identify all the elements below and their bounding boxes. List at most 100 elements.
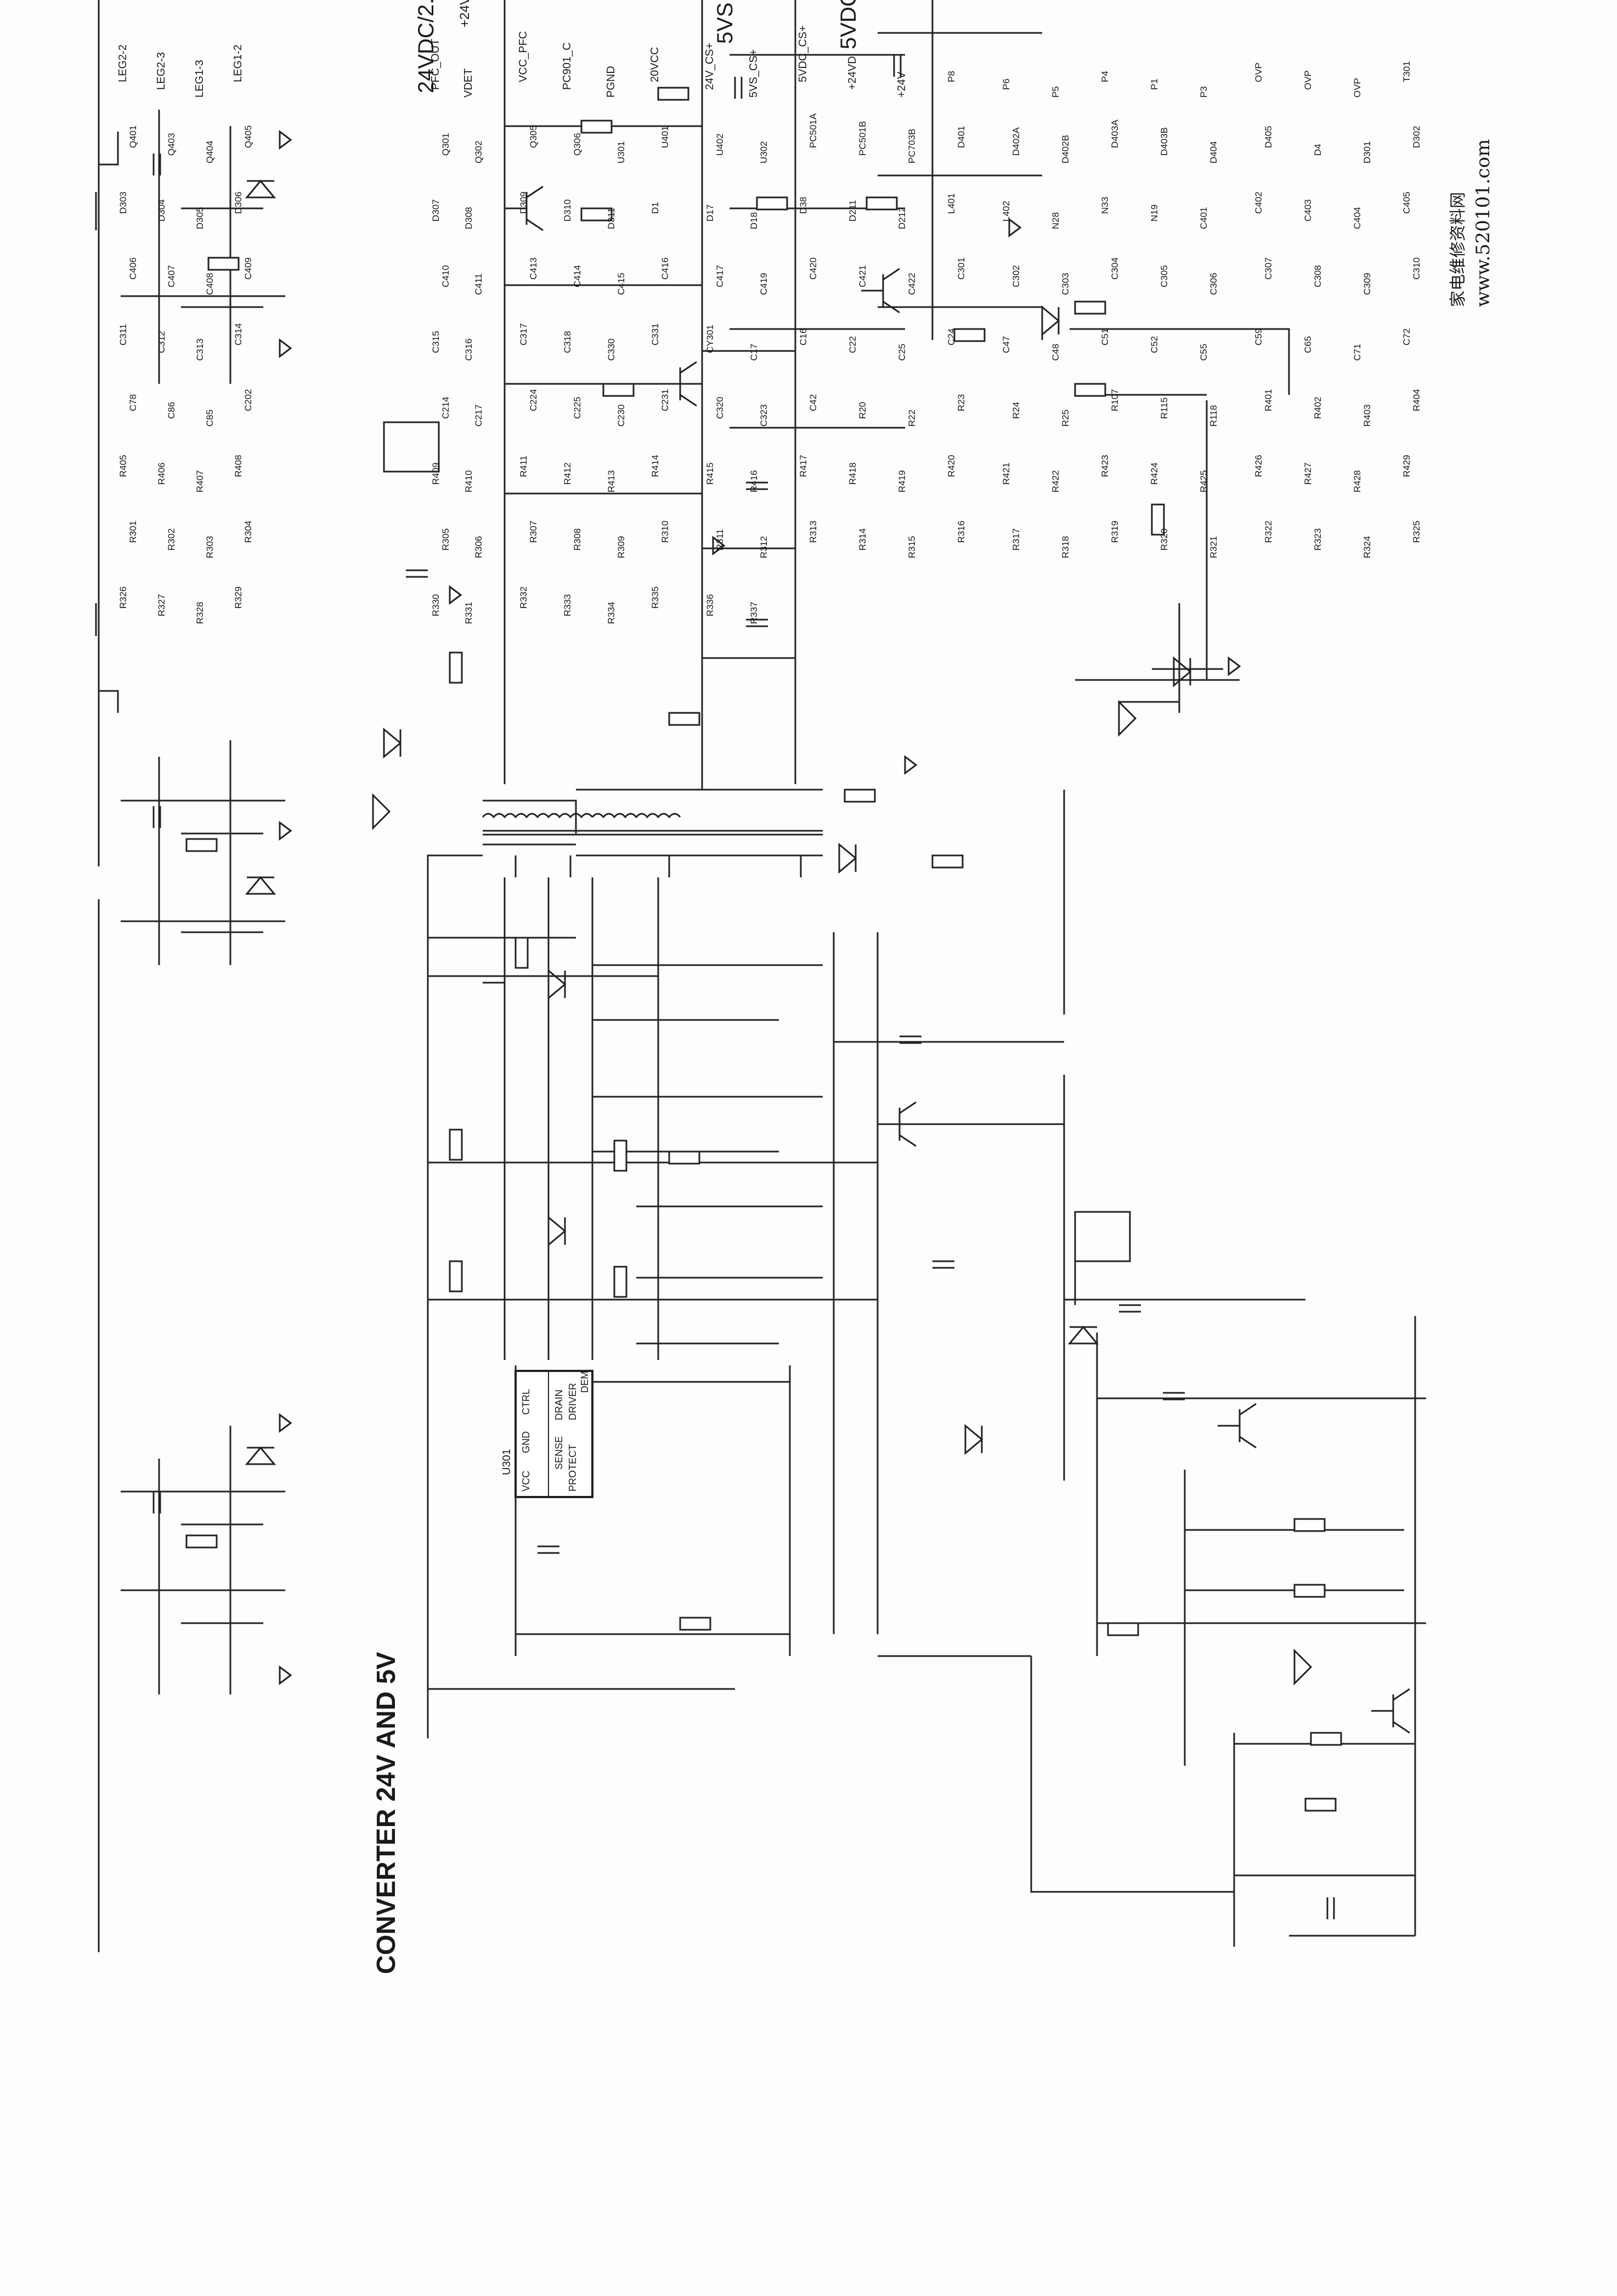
transformer-label-t301: T301 (1401, 61, 1412, 82)
resistor-label-r25: R25 (1060, 410, 1071, 427)
capacitor-label-c304: C304 (1110, 257, 1120, 280)
diode-label-d404: D404 (1208, 141, 1219, 163)
resistor-label-r413: R413 (606, 470, 617, 492)
capacitor-label-c313: C313 (195, 338, 205, 361)
nets-label-leg1-2: LEG1-2 (232, 44, 244, 82)
resistor-label-r22: R22 (907, 410, 917, 427)
resistor-label-r424: R424 (1149, 462, 1160, 485)
capacitor-label-c416: C416 (660, 257, 670, 280)
nets-label-vcc-pfc: VCC_PFC (517, 31, 529, 82)
resistor-label-r334: R334 (606, 602, 617, 624)
ic-label-u402: U402 (715, 133, 725, 156)
capacitor-label-c309: C309 (1362, 273, 1372, 295)
capacitor-label-c402: C402 (1253, 191, 1264, 214)
ic-u301-pin-driver: DRIVER (567, 1383, 578, 1420)
diode-label-d309: D309 (518, 191, 529, 214)
resistor-label-r415: R415 (705, 462, 715, 485)
capacitor-label-c52: C52 (1149, 336, 1160, 353)
capacitor-label-c59: C59 (1253, 328, 1264, 345)
resistor-label-r310: R310 (660, 520, 670, 543)
resistor-label-r403: R403 (1362, 404, 1372, 427)
diode-label-d304: D304 (156, 199, 167, 222)
resistor-label-r326: R326 (118, 586, 128, 609)
transistor-label-q306: Q306 (572, 133, 583, 156)
resistor-label-r23: R23 (956, 394, 966, 411)
capacitor-label-c42: C42 (808, 394, 818, 411)
capacitor-label-c71: C71 (1352, 344, 1362, 361)
nets-label-pfc-out: PFC_OUT (429, 39, 442, 90)
capacitor-label-c318: C318 (562, 331, 573, 353)
resistor-label-r406: R406 (156, 462, 167, 485)
resistor-label-r303: R303 (205, 536, 215, 558)
diode-label-d4: D4 (1313, 144, 1323, 156)
ic-label-u302: U302 (759, 141, 769, 163)
resistor-label-r419: R419 (897, 470, 907, 492)
diode-label-d308: D308 (463, 207, 474, 229)
warning-triangle-icon (372, 793, 391, 830)
ports-label-p1: P1 (1149, 78, 1160, 90)
capacitor-label-c407: C407 (166, 265, 177, 287)
transistor-label-q301: Q301 (440, 133, 451, 156)
resistor-label-r329: R329 (233, 586, 244, 609)
capacitor-label-c25: C25 (897, 344, 907, 361)
resistor-label-r316: R316 (956, 520, 966, 543)
capacitor-label-cy301: CY301 (705, 325, 715, 353)
resistor-label-r319: R319 (1110, 520, 1120, 543)
resistor-label-r107: R107 (1110, 389, 1120, 411)
capacitor-label-c48: C48 (1050, 344, 1061, 361)
transistor-label-q305: Q305 (528, 125, 539, 148)
resistor-label-r304: R304 (243, 520, 253, 543)
capacitor-label-c422: C422 (907, 273, 917, 295)
capacitor-label-c202: C202 (243, 389, 253, 411)
resistor-label-r324: R324 (1362, 536, 1372, 558)
capacitor-label-c406: C406 (128, 257, 138, 280)
inductor-label-l402: L402 (1001, 201, 1011, 222)
ic-u301-pin-gnd: GND (521, 1431, 532, 1453)
diode-label-d18: D18 (749, 212, 759, 229)
capacitor-label-c409: C409 (243, 257, 253, 280)
ports-label-p4: P4 (1100, 71, 1110, 82)
ic-u301-body (514, 1370, 593, 1498)
ic-u301-labels: U301 VCC GND CTRL DRAIN DRIVER SENSE PRO… (501, 1371, 590, 1492)
capacitor-label-c65: C65 (1303, 336, 1313, 353)
inductor-label-l401: L401 (946, 193, 957, 214)
nets-label-pgnd: PGND (605, 66, 617, 98)
resistor-label-r322: R322 (1263, 520, 1274, 543)
capacitor-label-c417: C417 (715, 265, 725, 287)
capacitor-label-c314: C314 (233, 323, 244, 345)
capacitor-label-c316: C316 (463, 338, 474, 361)
capacitor-label-c230: C230 (616, 404, 626, 427)
resistor-label-r420: R420 (946, 455, 957, 477)
capacitor-label-c320: C320 (715, 396, 725, 419)
ports-label-p6: P6 (1001, 78, 1011, 90)
resistor-label-r321: R321 (1208, 536, 1219, 558)
ic-u301-ref: U301 (501, 1449, 513, 1475)
rail-5v-label: 5VDC (836, 0, 861, 49)
capacitor-label-c331: C331 (650, 323, 660, 345)
resistor-label-r317: R317 (1011, 528, 1021, 551)
capacitor-label-c47: C47 (1001, 336, 1011, 353)
capacitor-label-c78: C78 (128, 394, 138, 411)
diode-label-d211: D211 (847, 200, 858, 222)
resistor-label-r320: R320 (1159, 528, 1169, 551)
resistor-label-r327: R327 (156, 594, 167, 616)
resistor-label-r333: R333 (562, 594, 573, 616)
transistor-symbols (383, 185, 1410, 1734)
resistor-label-r118: R118 (1208, 405, 1219, 427)
resistor-label-r318: R318 (1060, 536, 1071, 558)
capacitor-label-c408: C408 (205, 273, 215, 295)
nets-label-leg2-3: LEG2-3 (155, 52, 167, 90)
diode-label-d405: D405 (1263, 126, 1274, 148)
capacitor-label-c224: C224 (528, 389, 539, 411)
resistor-label-r417: R417 (798, 455, 808, 477)
resistor-label-r401: R401 (1263, 389, 1274, 411)
diode-label-d17: D17 (705, 205, 715, 222)
rail-5vs-label: 5VS (713, 2, 737, 44)
nets-label-20vcc: 20VCC (649, 47, 661, 82)
diode-label-d307: D307 (431, 199, 441, 222)
resistor-label-r411: R411 (518, 456, 529, 477)
resistor-label-r418: R418 (847, 462, 858, 485)
rail-plus24-label: +24V (457, 0, 472, 27)
resistor-label-r402: R402 (1313, 396, 1323, 419)
